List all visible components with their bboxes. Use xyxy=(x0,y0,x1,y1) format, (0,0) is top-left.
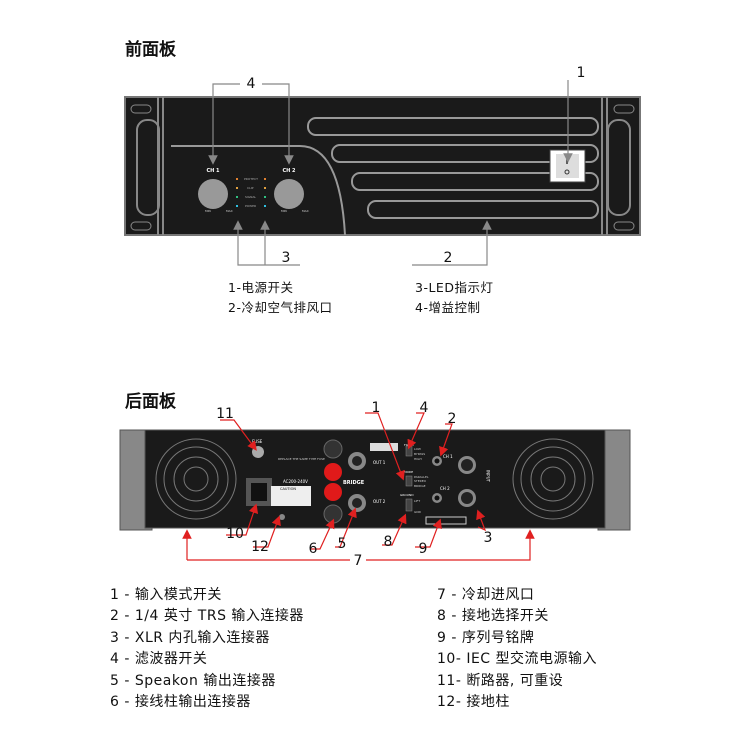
front-callout-1: 1 xyxy=(577,65,586,81)
rear-panel-title: 后面板 xyxy=(125,392,176,412)
rear-legend-item: 5 - Speakon 输出连接器 xyxy=(110,673,276,689)
svg-text:GROUND: GROUND xyxy=(400,493,414,497)
svg-text:CLIP: CLIP xyxy=(247,186,254,190)
rear-callout-5: 5 xyxy=(338,536,347,552)
rear-legend-item: 1 - 输入模式开关 xyxy=(110,587,222,603)
svg-text:OUT 2: OUT 2 xyxy=(373,499,386,504)
front-legend-2: 2-冷却空气排风口 xyxy=(228,300,333,315)
front-panel: CH 1 MIN MAX CH 2 MIN MAX PROTECT CLIP S… xyxy=(124,96,641,236)
rear-callout-6: 6 xyxy=(309,541,318,557)
svg-text:LIFT: LIFT xyxy=(414,499,420,503)
fuse[interactable]: FUSE xyxy=(252,439,264,458)
rear-legend-item: 7 - 冷却进风口 xyxy=(437,587,535,603)
svg-text:INPUT: INPUT xyxy=(486,470,491,483)
svg-text:REPLACE THE SAME TYPE FUSE: REPLACE THE SAME TYPE FUSE xyxy=(278,457,325,461)
rear-callout-1: 1 xyxy=(372,400,381,416)
svg-text:MIN: MIN xyxy=(205,209,211,213)
front-panel-title: 前面板 xyxy=(125,40,176,60)
svg-text:CAUTION: CAUTION xyxy=(280,487,296,491)
rear-callout-9: 9 xyxy=(419,541,428,557)
cooling-fan-right xyxy=(512,438,594,520)
cooling-fan-left xyxy=(155,438,237,520)
rear-callout-3: 3 xyxy=(484,530,493,546)
led-indicators: PROTECT CLIP SIGNAL POWER xyxy=(236,177,266,208)
caution-label xyxy=(271,486,311,506)
rear-legend-item: 12- 接地柱 xyxy=(437,694,510,710)
svg-text:OUT 1: OUT 1 xyxy=(373,460,386,465)
svg-text:MODE: MODE xyxy=(404,470,413,474)
svg-text:BRIDGE: BRIDGE xyxy=(414,484,426,488)
rear-callout-8: 8 xyxy=(384,534,393,550)
rear-legend-item: 9 - 序列号铭牌 xyxy=(437,630,535,646)
svg-text:BYPASS: BYPASS xyxy=(414,452,425,456)
front-callout-2: 2 xyxy=(444,250,453,266)
svg-text:POWER: POWER xyxy=(245,204,256,208)
rear-callouts xyxy=(182,412,535,561)
xlr-inputs[interactable] xyxy=(458,456,476,507)
svg-text:CH 1: CH 1 xyxy=(206,168,220,174)
svg-text:PROTECT: PROTECT xyxy=(244,177,258,181)
serial-plate xyxy=(425,516,467,525)
svg-text:FILTER: FILTER xyxy=(404,443,414,447)
front-callouts xyxy=(208,80,573,266)
rear-legend-item: 2 - 1/4 英寸 TRS 输入连接器 xyxy=(110,608,304,624)
rear-legend-item: 6 - 接线柱输出连接器 xyxy=(110,694,251,710)
svg-text:CH 2: CH 2 xyxy=(282,168,296,174)
svg-text:HIGH: HIGH xyxy=(414,457,422,461)
rear-callout-7: 7 xyxy=(354,553,363,569)
svg-text:MAX: MAX xyxy=(302,209,309,213)
svg-text:BRIDGE: BRIDGE xyxy=(343,480,365,486)
rear-panel: FUSE REPLACE THE SAME TYPE FUSE AC200-24… xyxy=(119,429,631,531)
svg-text:CH 2: CH 2 xyxy=(440,486,450,491)
front-legend-1: 1-电源开关 xyxy=(228,280,294,295)
mode-switch[interactable]: MODE PARALLEL STEREO BRIDGE xyxy=(404,470,429,488)
front-callout-3: 3 xyxy=(282,250,291,266)
svg-text:SIGNAL: SIGNAL xyxy=(245,195,256,199)
svg-text:FUSE: FUSE xyxy=(252,439,263,444)
dip-block xyxy=(370,443,398,451)
svg-text:LOW: LOW xyxy=(414,447,421,451)
front-legend-4: 4-增益控制 xyxy=(415,300,481,315)
right-handle xyxy=(607,104,635,231)
svg-text:GND: GND xyxy=(414,510,422,514)
iec-power-inlet[interactable] xyxy=(246,478,272,506)
rear-callout-11: 11 xyxy=(216,406,234,422)
ground-switch[interactable]: GROUND LIFT GND xyxy=(400,493,422,514)
svg-text:PARALLEL: PARALLEL xyxy=(414,475,429,479)
rear-callout-12: 12 xyxy=(251,539,269,555)
gain-knob-ch1[interactable]: CH 1 MIN MAX xyxy=(198,168,233,213)
rear-legend-item: 8 - 接地选择开关 xyxy=(437,608,549,624)
rear-callout-10: 10 xyxy=(226,526,244,542)
front-legend-3: 3-LED指示灯 xyxy=(415,280,494,295)
rear-legend-item: 4 - 滤波器开关 xyxy=(110,651,208,667)
gain-knob-ch2[interactable]: CH 2 MIN MAX xyxy=(274,168,309,213)
svg-text:CH 1: CH 1 xyxy=(443,454,453,459)
vent-slots xyxy=(307,117,599,219)
ground-post[interactable] xyxy=(279,514,285,520)
left-handle xyxy=(130,104,160,231)
rear-callout-2: 2 xyxy=(448,411,457,427)
svg-text:STEREO: STEREO xyxy=(414,479,427,483)
svg-text:MIN: MIN xyxy=(281,209,287,213)
front-callout-4: 4 xyxy=(247,76,256,92)
rear-legend-item: 10- IEC 型交流电源输入 xyxy=(437,651,598,667)
rear-callout-4: 4 xyxy=(420,400,429,416)
rear-legend-item: 3 - XLR 内孔输入连接器 xyxy=(110,630,270,646)
svg-text:AC200-240V: AC200-240V xyxy=(283,479,308,484)
speakon-outputs[interactable] xyxy=(348,452,366,512)
svg-text:MAX: MAX xyxy=(226,209,233,213)
rear-legend-item: 11- 断路器, 可重设 xyxy=(437,673,564,689)
